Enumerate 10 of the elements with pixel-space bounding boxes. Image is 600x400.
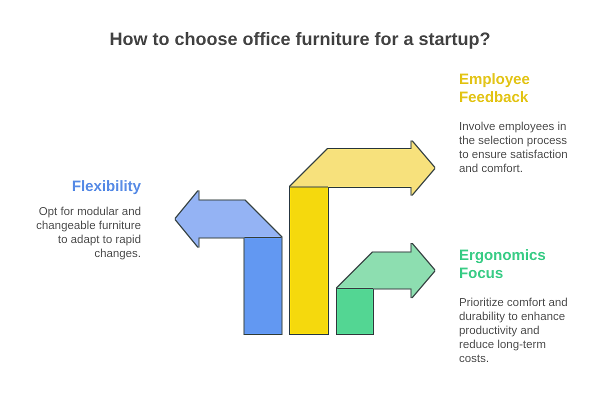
section-heading: Ergonomics Focus: [459, 247, 547, 283]
section-heading: Employee Feedback: [459, 71, 531, 107]
bent-block-arrow: [290, 141, 434, 334]
bent-block-arrow: [176, 191, 282, 334]
diagram-title: How to choose office furniture for a startup?: [109, 28, 490, 50]
description-text: Involve employees in the selection process to ensure satisfaction and comfort.: [459, 120, 569, 176]
description-text: Prioritize comfort and durability to enhance productivity and reduce long-term costs.: [459, 296, 569, 366]
section-heading: Flexibility: [72, 178, 141, 196]
description-text: Opt for modular and changeable furniture to adapt to rapid changes.: [35, 205, 141, 261]
bent-block-arrow: [337, 244, 434, 334]
